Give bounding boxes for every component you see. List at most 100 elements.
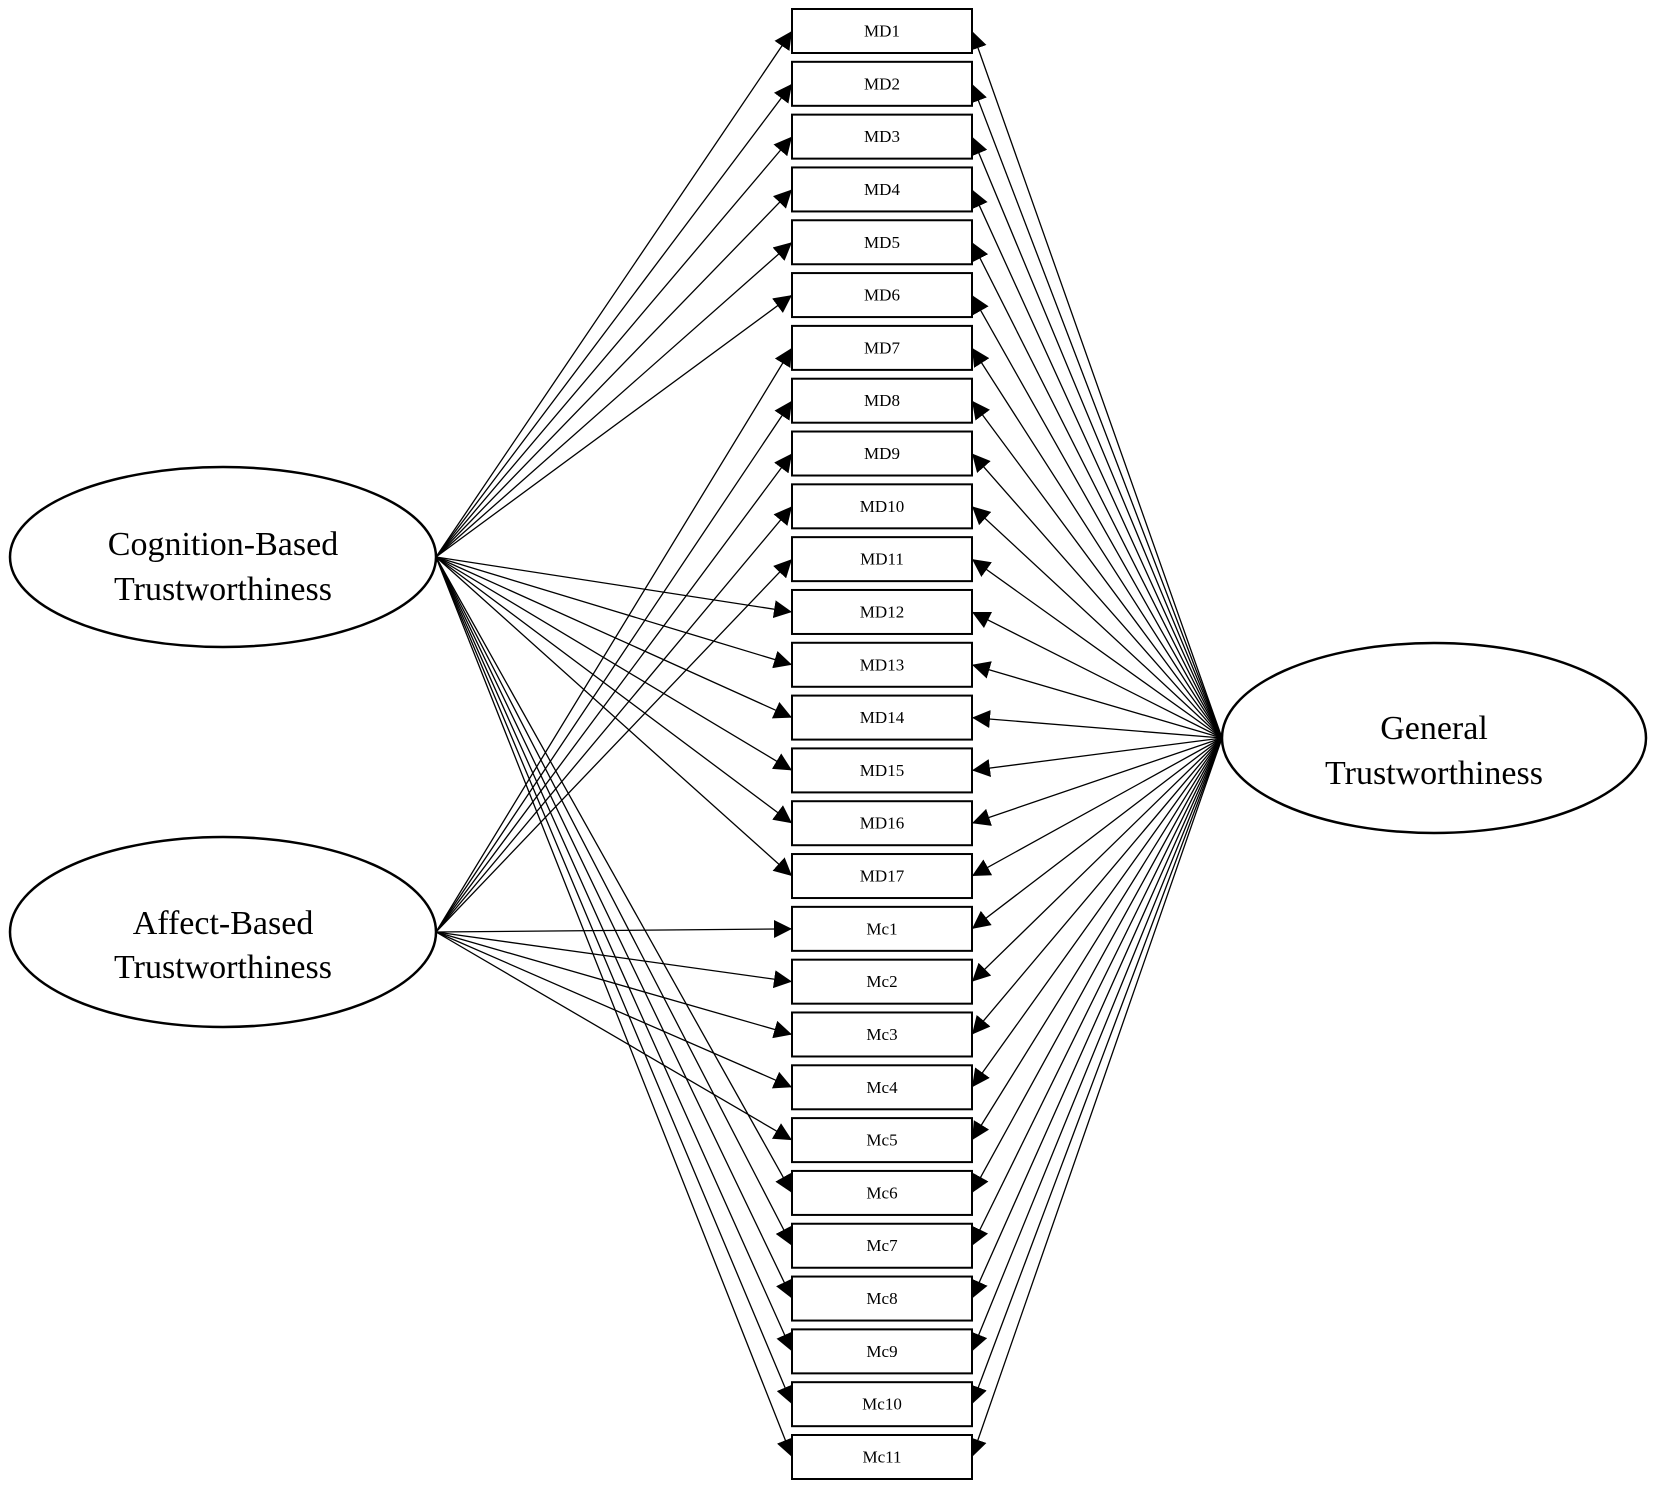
indicator-label: MD6 — [864, 286, 900, 305]
arrow-affect-to-md11 — [435, 558, 793, 933]
arrow-general-to-mc7 — [971, 737, 1223, 1247]
arrow-cognition-to-md12 — [435, 556, 793, 619]
arrow-cognition-to-md17 — [435, 556, 793, 877]
indicator-box-md7: MD7 — [791, 324, 973, 371]
indicator-box-md11: MD11 — [791, 536, 973, 583]
indicator-label: MD7 — [864, 338, 900, 357]
indicator-rect — [791, 430, 973, 477]
arrow-cognition-to-mc6 — [435, 556, 793, 1194]
arrow-general-to-md15 — [971, 737, 1223, 778]
indicator-box-mc7: Mc7 — [791, 1222, 973, 1269]
arrow-cognition-to-mc7 — [435, 556, 793, 1247]
indicator-rect — [791, 219, 973, 266]
indicator-box-mc6: Mc6 — [791, 1169, 973, 1216]
indicator-rect — [791, 1011, 973, 1058]
indicator-rect — [791, 588, 973, 635]
indicator-box-md13: MD13 — [791, 641, 973, 688]
indicator-box-md2: MD2 — [791, 60, 973, 107]
indicator-rect — [791, 958, 973, 1005]
indicator-label: MD15 — [860, 761, 904, 780]
indicator-rect — [791, 1275, 973, 1322]
indicator-box-md16: MD16 — [791, 800, 973, 847]
indicator-rect — [791, 166, 973, 213]
indicator-label: MD14 — [860, 708, 905, 727]
path-arrows — [435, 30, 1223, 1458]
arrow-general-to-md8 — [971, 400, 1223, 739]
indicator-box-md4: MD4 — [791, 166, 973, 213]
indicator-box-md1: MD1 — [791, 8, 973, 54]
arrow-cognition-to-md3 — [435, 136, 793, 558]
latent-label-line: Trustworthiness — [114, 949, 332, 986]
arrow-general-to-md2 — [970, 83, 1223, 739]
arrow-general-to-mc9 — [970, 737, 1223, 1352]
arrow-general-to-md12 — [971, 611, 1223, 739]
arrow-general-to-md13 — [971, 661, 1223, 739]
indicator-box-md6: MD6 — [791, 272, 973, 319]
arrow-general-to-md9 — [971, 453, 1223, 739]
arrow-general-to-mc8 — [971, 737, 1223, 1299]
indicator-boxes: MD1MD2MD3MD4MD5MD6MD7MD8MD9MD10MD11MD12M… — [791, 8, 973, 1480]
indicator-box-mc8: Mc8 — [791, 1275, 973, 1322]
arrow-general-to-mc1 — [971, 737, 1223, 930]
indicator-label: MD2 — [864, 74, 900, 93]
indicator-rect — [791, 113, 973, 160]
indicator-box-mc11: Mc11 — [791, 1434, 973, 1480]
indicator-rect — [791, 377, 973, 424]
indicator-rect — [791, 483, 973, 530]
latent-label-line: Trustworthiness — [114, 571, 332, 608]
arrow-general-to-md14 — [971, 710, 1223, 739]
arrow-general-to-md1 — [969, 30, 1223, 739]
arrow-affect-to-md8 — [435, 400, 793, 933]
arrow-general-to-md17 — [971, 737, 1223, 877]
indicator-box-md8: MD8 — [791, 377, 973, 424]
indicator-label: MD3 — [864, 127, 900, 146]
indicator-label: MD16 — [860, 814, 904, 833]
arrow-general-to-mc10 — [969, 737, 1223, 1405]
indicator-rect — [791, 1222, 973, 1269]
arrow-affect-to-md9 — [435, 453, 793, 933]
arrow-cognition-to-md15 — [435, 556, 793, 771]
indicator-rect — [791, 1169, 973, 1216]
indicator-label: Mc8 — [866, 1289, 897, 1308]
arrow-general-to-mc5 — [971, 737, 1223, 1141]
indicator-label: Mc5 — [866, 1131, 897, 1150]
latent-ellipse — [1220, 641, 1648, 835]
latent-label-line: General — [1380, 710, 1488, 747]
indicator-rect — [791, 1381, 973, 1428]
indicator-rect — [791, 641, 973, 688]
indicator-label: Mc3 — [866, 1025, 897, 1044]
arrow-affect-to-mc1 — [435, 920, 793, 939]
indicator-label: MD11 — [860, 550, 904, 569]
arrow-general-to-mc4 — [971, 737, 1223, 1088]
indicator-box-md5: MD5 — [791, 219, 973, 266]
arrow-general-to-mc6 — [971, 737, 1223, 1194]
indicator-box-mc1: Mc1 — [791, 905, 973, 952]
indicator-label: Mc11 — [862, 1448, 901, 1467]
arrow-affect-to-mc5 — [435, 931, 793, 1141]
arrow-affect-to-mc2 — [435, 931, 793, 989]
arrow-general-to-md4 — [971, 189, 1223, 739]
indicator-rect — [791, 747, 973, 794]
indicator-label: Mc7 — [866, 1236, 898, 1255]
indicator-rect — [791, 853, 973, 900]
arrow-cognition-to-md5 — [435, 241, 793, 558]
arrow-cognition-to-md2 — [435, 83, 793, 558]
indicator-rect — [791, 1064, 973, 1111]
indicator-box-md12: MD12 — [791, 588, 973, 635]
indicator-label: MD5 — [864, 233, 900, 252]
arrow-general-to-md7 — [971, 347, 1223, 739]
arrow-cognition-to-mc9 — [435, 556, 793, 1352]
indicator-rect — [791, 905, 973, 952]
indicator-box-md14: MD14 — [791, 694, 973, 741]
arrow-cognition-to-mc10 — [435, 556, 794, 1405]
indicator-rect — [791, 272, 973, 319]
indicator-box-mc4: Mc4 — [791, 1064, 973, 1111]
indicator-label: Mc1 — [866, 919, 897, 938]
indicator-label: MD8 — [864, 391, 900, 410]
arrow-cognition-to-md14 — [435, 556, 793, 719]
arrow-cognition-to-mc11 — [435, 556, 794, 1458]
latent-label-line: Cognition-Based — [108, 526, 338, 563]
indicator-label: Mc2 — [866, 972, 897, 991]
arrow-general-to-mc2 — [971, 737, 1223, 983]
